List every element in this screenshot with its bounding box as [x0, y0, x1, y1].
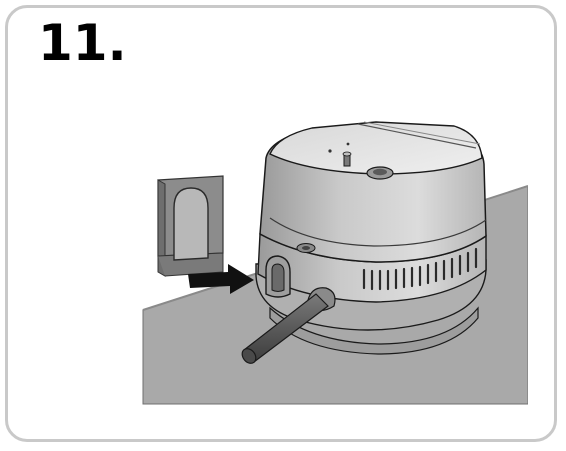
cable-clip-icon — [157, 175, 224, 277]
step-panel: 11. — [5, 5, 557, 442]
arrow-right-icon — [188, 264, 254, 294]
assembly-illustration — [142, 121, 528, 405]
step-number: 11. — [38, 14, 127, 72]
cable-icon — [241, 293, 329, 364]
